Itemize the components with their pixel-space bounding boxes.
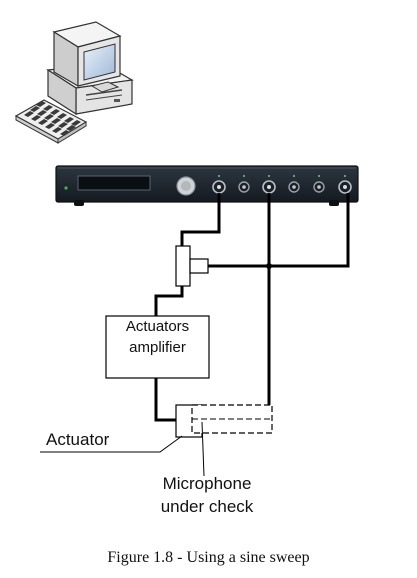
power-led-icon [64,186,68,190]
microphone-label-line1: Microphone [162,474,252,493]
cable-splitter-to-amplifier [154,286,184,316]
bnc-connector-4 [288,181,300,193]
bnc-connector-1 [212,180,226,194]
analyzer-unit [55,165,359,206]
microphone-leader-line [201,421,205,477]
cable-output-to-splitter [180,193,221,246]
actuator-leader-line [40,435,183,453]
figure-caption: Figure 1.8 - Using a sine sweep [107,549,310,566]
actuator-assembly [175,404,273,438]
monitor [52,21,122,93]
bnc-connector-5 [313,181,325,193]
bnc-connector-3 [262,180,276,194]
amplifier-label-line2: amplifier [129,339,186,356]
actuators-amplifier-box [105,315,210,379]
cable-splitter-to-input [208,193,350,268]
cables [154,193,350,422]
keyboard [14,99,88,144]
amplifier-label-line1: Actuators [125,318,190,335]
t-splitter [175,245,209,287]
computer-icon [14,21,134,144]
analyzer-front-panel [55,165,359,203]
cable-amplifier-to-actuator [154,378,176,422]
display-window [77,175,151,191]
amplifier-label: Actuators amplifier [106,316,209,358]
actuator-label: Actuator [46,430,110,449]
microphone-label-line2: under check [160,497,254,516]
bnc-connector-2 [238,181,250,193]
cable-junction [266,263,272,269]
microphone-label: Microphone under check [132,472,282,518]
bnc-connector-6 [338,180,352,194]
